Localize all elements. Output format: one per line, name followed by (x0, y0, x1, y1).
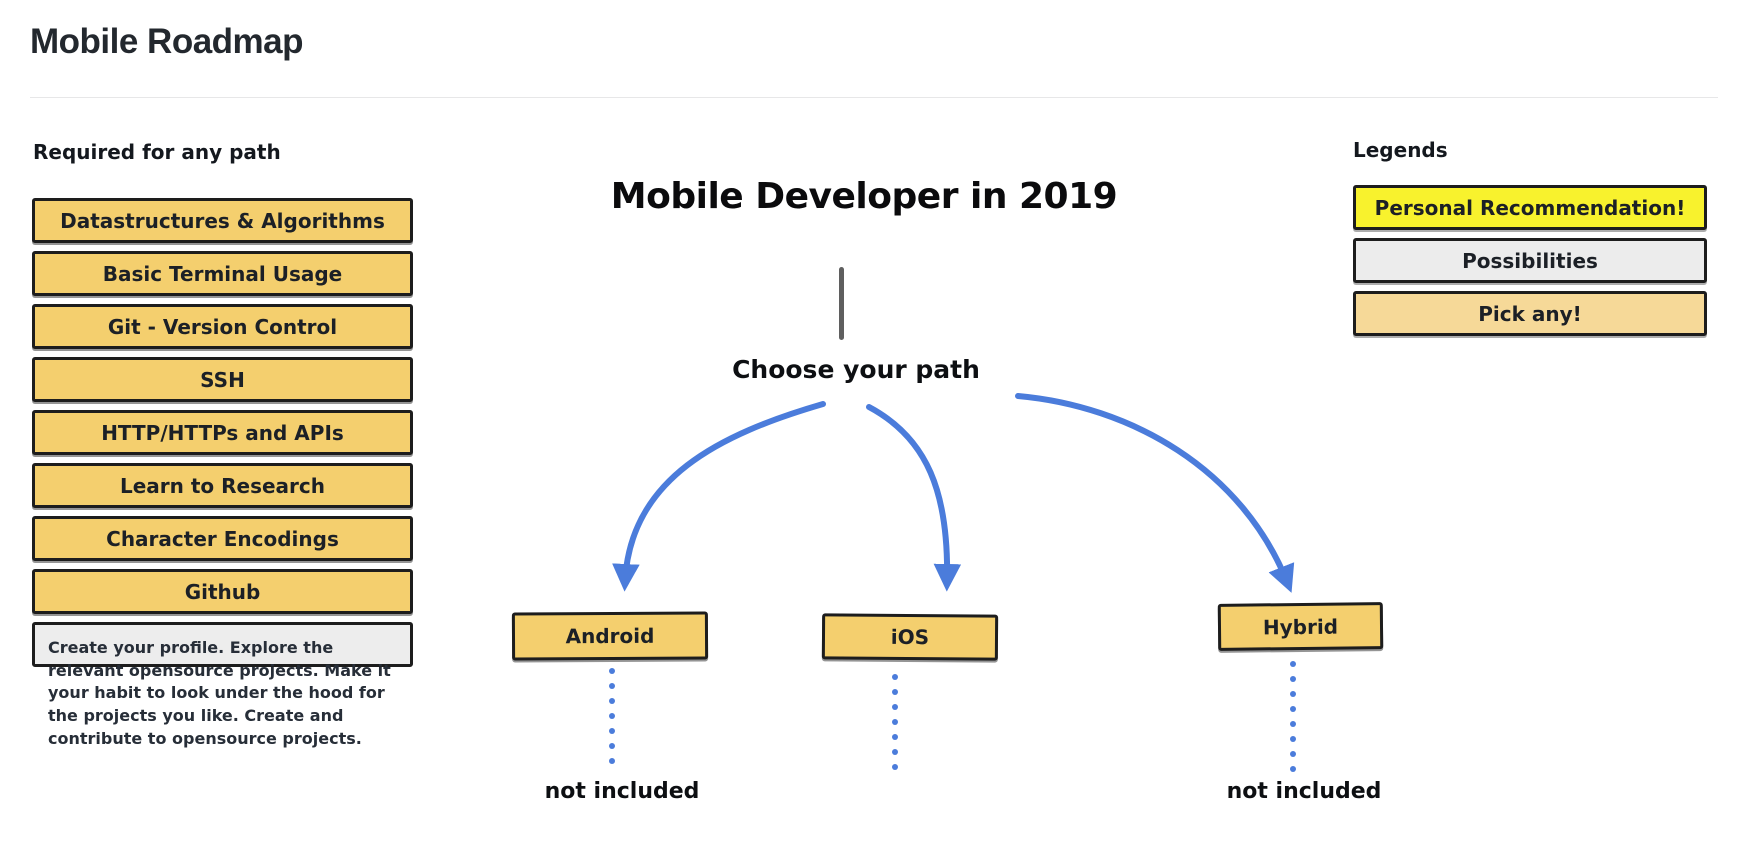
page-title: Mobile Roadmap (30, 22, 304, 61)
dotted-line-hybrid (1290, 661, 1296, 772)
path-box-android[interactable]: Android (511, 611, 709, 661)
legends-heading: Legends (1353, 138, 1448, 162)
path-box-ios[interactable]: iOS (821, 613, 999, 661)
legend-pick-any: Pick any! (1353, 291, 1707, 336)
topic-box-basic-terminal-usage[interactable]: Basic Terminal Usage (32, 251, 413, 296)
topic-box-character-encodings[interactable]: Character Encodings (32, 516, 413, 561)
diagram-title: Mobile Developer in 2019 (610, 176, 1118, 217)
topic-box-github[interactable]: Github (32, 569, 413, 614)
legend-possibilities: Possibilities (1353, 238, 1707, 283)
connector-line (839, 267, 844, 340)
arrow-to-android (612, 401, 826, 592)
required-for-any-path-heading: Required for any path (33, 140, 281, 164)
path-box-hybrid[interactable]: Hybrid (1217, 602, 1384, 651)
arrow-to-ios (866, 404, 962, 592)
topic-box-ssh[interactable]: SSH (32, 357, 413, 402)
dotted-line-android (609, 668, 615, 764)
header-divider (30, 97, 1718, 98)
legend-personal-recommendation: Personal Recommendation! (1353, 185, 1707, 230)
required-topics-list: Datastructures & Algorithms Basic Termin… (32, 198, 413, 748)
topic-box-git-version-control[interactable]: Git - Version Control (32, 304, 413, 349)
topic-box-learn-to-research[interactable]: Learn to Research (32, 463, 413, 508)
topic-box-datastructures-algorithms[interactable]: Datastructures & Algorithms (32, 198, 413, 243)
github-note-callout: Create your profile. Explore the relevan… (32, 622, 413, 748)
choose-your-path-label: Choose your path (732, 355, 980, 384)
dotted-line-ios (892, 674, 898, 770)
legend-list: Personal Recommendation! Possibilities P… (1353, 185, 1707, 336)
arrow-to-hybrid (1015, 393, 1295, 593)
not-included-label-hybrid: not included (1226, 779, 1382, 804)
not-included-label-android: not included (544, 779, 700, 804)
topic-box-http-https-apis[interactable]: HTTP/HTTPs and APIs (32, 410, 413, 455)
